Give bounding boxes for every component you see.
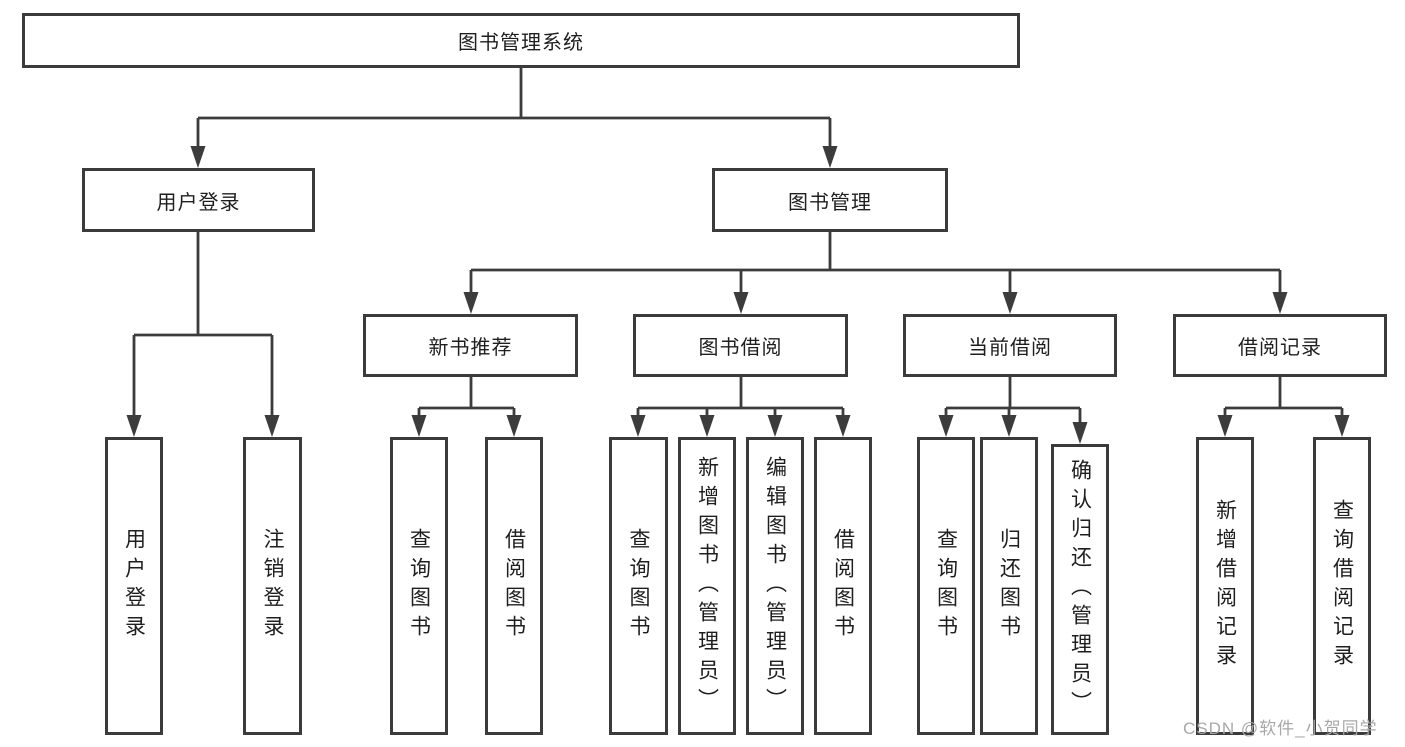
node-leaf-bb-edit-books-admin: 编辑图书（管理员） [746, 437, 804, 735]
node-leaf-bb-borrow-books: 借阅图书 [814, 437, 872, 735]
node-label: 图书管理 [788, 191, 872, 214]
node-label: 归还图书 [997, 528, 1021, 644]
node-label: 查询借阅记录 [1330, 499, 1354, 673]
node-leaf-bb-query-books: 查询图书 [609, 437, 668, 735]
node-leaf-cb-confirm-return-admin: 确认归还（管理员） [1051, 444, 1109, 735]
node-label: 新增借阅记录 [1213, 499, 1237, 673]
node-label: 确认归还（管理员） [1068, 459, 1092, 720]
node-label: 新书推荐 [428, 337, 513, 359]
connector-root [190, 68, 838, 168]
node-label: 新增图书（管理员） [695, 455, 719, 717]
node-root: 图书管理系统 [22, 13, 1020, 68]
node-borrow-records: 借阅记录 [1173, 314, 1387, 377]
node-label: 查询图书 [407, 528, 431, 644]
csdn-watermark: CSDN @软件_小贺同学 [1183, 719, 1378, 738]
node-leaf-user-login: 用户登录 [105, 437, 163, 735]
node-leaf-bb-add-books-admin: 新增图书（管理员） [678, 437, 736, 735]
node-label: 图书借阅 [698, 337, 783, 359]
node-user-login: 用户登录 [82, 168, 315, 232]
node-label: 当前借阅 [968, 337, 1052, 359]
connector-borrow-records [1217, 377, 1350, 437]
node-leaf-br-query-record: 查询借阅记录 [1313, 437, 1371, 735]
node-current-borrow: 当前借阅 [903, 314, 1117, 377]
node-label: 借阅记录 [1238, 337, 1322, 359]
node-label: 注销登录 [261, 528, 284, 644]
node-new-book-recommend: 新书推荐 [363, 314, 578, 377]
node-leaf-nb-query-books: 查询图书 [390, 437, 448, 735]
connector-current-borrow [938, 377, 1088, 444]
node-leaf-logout: 注销登录 [243, 437, 302, 735]
node-leaf-cb-query-books: 查询图书 [917, 437, 975, 735]
node-leaf-cb-return-books: 归还图书 [980, 437, 1038, 735]
node-label: 借阅图书 [502, 528, 526, 644]
node-label: 用户登录 [122, 528, 146, 644]
connector-user-login [126, 232, 280, 437]
node-leaf-br-add-record: 新增借阅记录 [1196, 437, 1254, 735]
connector-new-book-recommend [411, 377, 522, 437]
node-leaf-nb-borrow-books: 借阅图书 [485, 437, 543, 735]
node-book-management: 图书管理 [712, 168, 948, 232]
node-label: 用户登录 [156, 191, 241, 214]
node-label: 图书管理系统 [458, 32, 584, 54]
node-label: 查询图书 [934, 528, 958, 644]
node-label: 查询图书 [627, 528, 650, 644]
node-label: 编辑图书（管理员） [763, 455, 787, 717]
node-label: 借阅图书 [831, 528, 855, 644]
connector-book-borrow [630, 377, 851, 437]
connector-book-management [463, 232, 1288, 314]
node-book-borrow: 图书借阅 [633, 314, 848, 377]
